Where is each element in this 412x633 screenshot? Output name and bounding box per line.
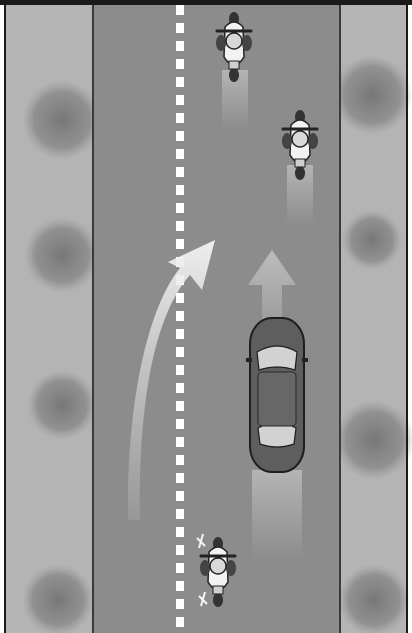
top-bar xyxy=(0,0,412,5)
car-trail xyxy=(252,470,302,560)
car xyxy=(246,318,308,472)
